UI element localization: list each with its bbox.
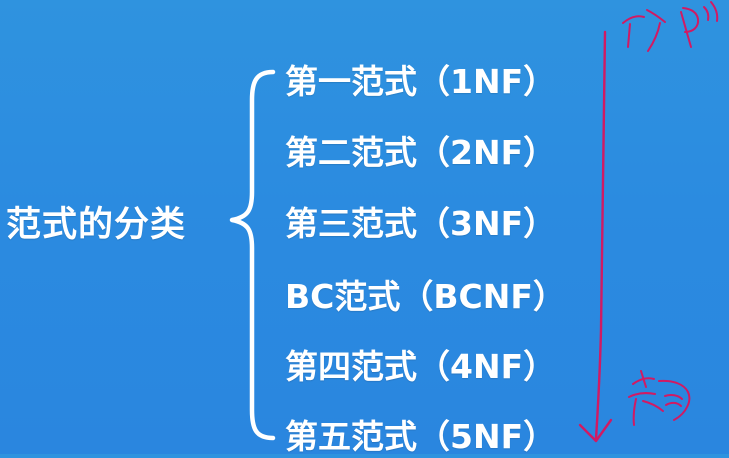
list-item-5nf: 第五范式（5NF） <box>285 417 557 456</box>
list-item-2nf: 第二范式（2NF） <box>285 133 557 172</box>
list-item-3nf: 第三范式（3NF） <box>285 204 557 243</box>
curly-brace <box>229 69 276 441</box>
list-item-4nf: 第四范式（4NF） <box>285 347 557 386</box>
list-item-1nf: 第一范式（1NF） <box>285 62 557 101</box>
classification-label: 范式的分类 <box>6 205 187 245</box>
list-item-bcnf: BC范式（BCNF） <box>285 277 566 316</box>
